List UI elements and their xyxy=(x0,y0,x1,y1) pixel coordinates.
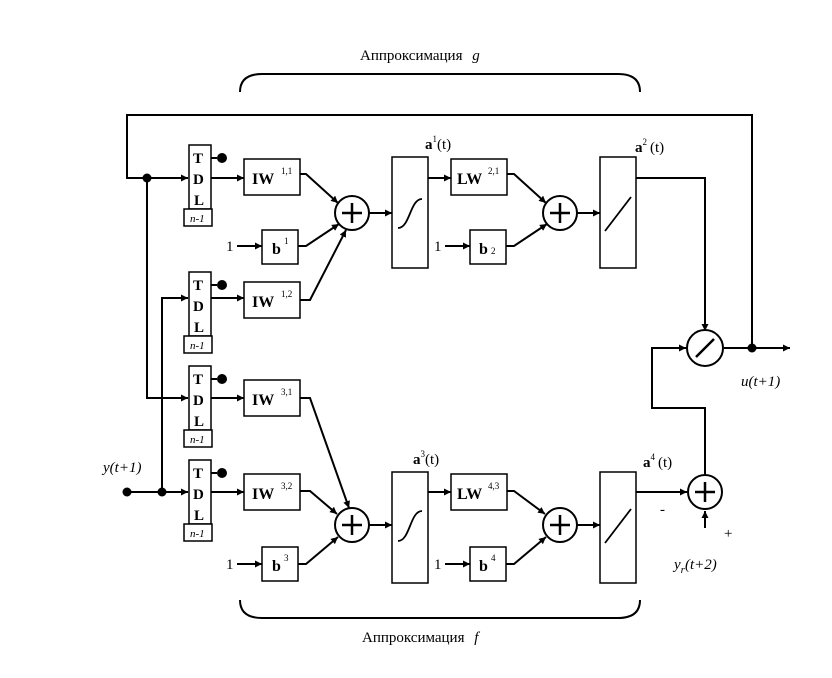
iw32-block: IW 3,2 xyxy=(243,473,301,511)
iw11-block: IW 1,1 xyxy=(243,158,301,196)
svg-text:T: T xyxy=(193,151,203,167)
svg-text:LW: LW xyxy=(457,171,482,188)
feedback-path xyxy=(126,114,753,402)
svg-text:b: b xyxy=(272,241,281,258)
tdl-block-3: T D L n-1 xyxy=(183,365,227,448)
svg-text:1,2: 1,2 xyxy=(281,289,292,299)
output-label: u(t+1) xyxy=(741,374,780,390)
top-brace xyxy=(239,73,641,93)
input-terminal xyxy=(122,487,132,497)
svg-text:L: L xyxy=(194,508,204,524)
svg-text:n-1: n-1 xyxy=(190,340,205,352)
b4-block: 1 b 4 xyxy=(434,546,507,582)
svg-text:3: 3 xyxy=(284,553,289,563)
sum-junction-4 xyxy=(542,507,578,543)
svg-text:IW: IW xyxy=(252,294,274,311)
svg-text:2,1: 2,1 xyxy=(488,166,499,176)
svg-text:1: 1 xyxy=(226,239,234,255)
error-sum-node xyxy=(687,474,723,510)
iw31-block: IW 3,1 xyxy=(243,379,301,417)
svg-text:L: L xyxy=(194,320,204,336)
lw43-block: LW 4,3 xyxy=(450,473,508,511)
tansig-block-3 xyxy=(391,471,429,584)
svg-text:b: b xyxy=(272,558,281,575)
svg-text:1: 1 xyxy=(434,557,442,573)
layer-input-arrows xyxy=(298,173,392,565)
top-caption: Аппроксимация g xyxy=(360,48,480,64)
purelin-block-4 xyxy=(599,471,637,584)
b3-block: 1 b 3 xyxy=(226,546,299,582)
reference-label: yr(t+2) xyxy=(672,557,717,576)
svg-text:IW: IW xyxy=(252,392,274,409)
plus-sign: + xyxy=(724,526,732,542)
tansig-block-1 xyxy=(391,156,429,269)
svg-text:D: D xyxy=(193,299,204,315)
tdl-block-4: T D L n-1 xyxy=(183,459,227,542)
svg-text:IW: IW xyxy=(252,486,274,503)
tdl-block-2: T D L n-1 xyxy=(183,271,227,354)
b1-block: 1 b 1 xyxy=(226,229,299,265)
purelin-block-2 xyxy=(599,156,637,269)
svg-text:b: b xyxy=(479,558,488,575)
divide-node xyxy=(686,329,724,367)
junction-dot xyxy=(157,487,167,497)
svg-text:1: 1 xyxy=(434,239,442,255)
a3-label: a3(t) xyxy=(413,449,439,468)
svg-text:L: L xyxy=(194,193,204,209)
output-junction-dot xyxy=(747,343,757,353)
svg-text:3,1: 3,1 xyxy=(281,387,292,397)
svg-text:4: 4 xyxy=(491,553,496,563)
svg-text:D: D xyxy=(193,172,204,188)
sum-junction-2 xyxy=(542,195,578,231)
input-label: y(t+1) xyxy=(101,460,141,476)
sum-junction-3 xyxy=(334,507,370,543)
a1-label: a1(t) xyxy=(425,134,451,153)
svg-text:n-1: n-1 xyxy=(190,528,205,540)
svg-text:n-1: n-1 xyxy=(190,434,205,446)
svg-text:1: 1 xyxy=(284,236,289,246)
minus-sign: - xyxy=(660,502,665,518)
svg-text:2: 2 xyxy=(491,246,496,256)
svg-text:1,1: 1,1 xyxy=(281,166,292,176)
sum-junction-1 xyxy=(334,195,370,231)
svg-text:D: D xyxy=(193,393,204,409)
b2-block: 1 b 2 xyxy=(434,229,507,265)
svg-text:T: T xyxy=(193,466,203,482)
svg-text:n-1: n-1 xyxy=(190,213,205,225)
svg-text:b: b xyxy=(479,241,488,258)
hidden-to-layer-arrows xyxy=(428,174,451,496)
svg-text:4,3: 4,3 xyxy=(488,481,500,491)
lw21-block: LW 2,1 xyxy=(450,158,508,196)
output-layer-arrows xyxy=(506,173,600,565)
svg-text:T: T xyxy=(193,372,203,388)
svg-text:LW: LW xyxy=(457,486,482,503)
svg-text:IW: IW xyxy=(252,171,274,188)
svg-text:D: D xyxy=(193,487,204,503)
output-wiring xyxy=(636,177,790,528)
tdl-block-1: T D L n-1 xyxy=(183,144,227,227)
svg-text:1: 1 xyxy=(226,557,234,573)
a4-label: a4(t) xyxy=(643,452,672,471)
svg-text:3,2: 3,2 xyxy=(281,481,292,491)
a2-label: a2(t) xyxy=(635,137,664,156)
iw12-block: IW 1,2 xyxy=(243,281,301,319)
junction-dot xyxy=(142,173,152,183)
tdl-to-weight-arrows xyxy=(211,174,244,496)
bottom-brace xyxy=(239,599,641,619)
svg-text:T: T xyxy=(193,278,203,294)
svg-text:L: L xyxy=(194,414,204,430)
bottom-caption: Аппроксимация f xyxy=(362,630,480,646)
